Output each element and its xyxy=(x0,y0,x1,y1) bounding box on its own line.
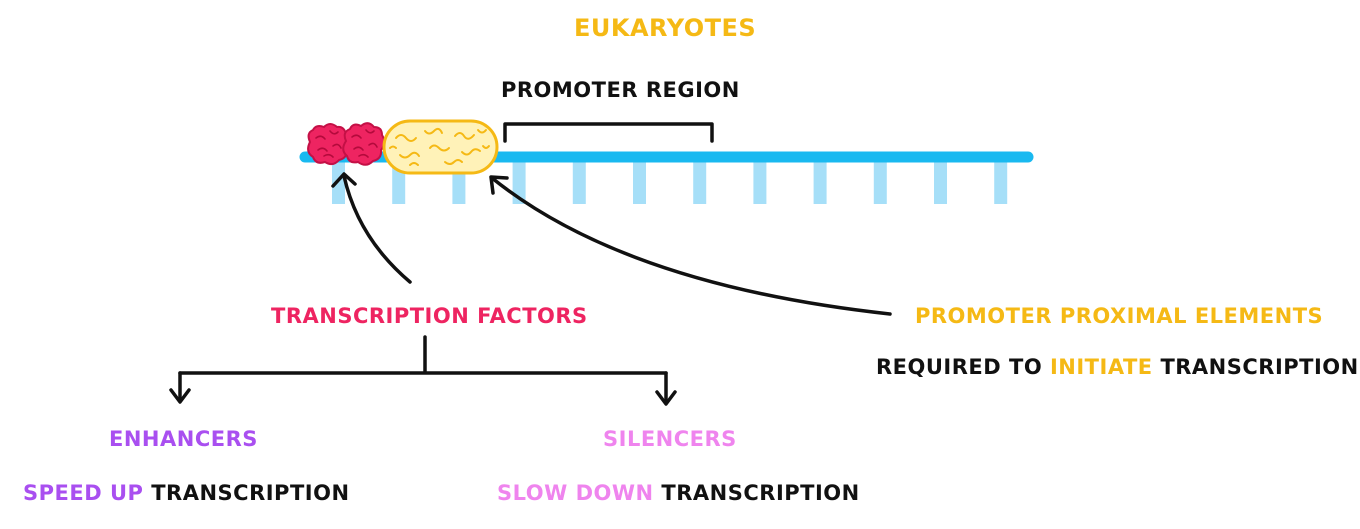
promoter-region-bracket xyxy=(503,122,714,143)
transcription-factors-label: TRANSCRIPTION FACTORS xyxy=(271,304,588,328)
silencers-label: SILENCERS xyxy=(603,427,737,451)
transcription-factors-arrow xyxy=(331,172,412,284)
dna-base xyxy=(693,160,707,204)
enhancers-rest: TRANSCRIPTION xyxy=(151,481,350,505)
silencers-rest: TRANSCRIPTION xyxy=(661,481,860,505)
promoter-note-highlight: INITIATE xyxy=(1049,355,1153,379)
promoter-proximal-element xyxy=(382,119,499,175)
enhancers-description: SPEED UP TRANSCRIPTION xyxy=(23,483,350,504)
dna-base xyxy=(873,160,887,204)
silencers-description: SLOW DOWN TRANSCRIPTION xyxy=(497,483,860,504)
enhancers-highlight: SPEED UP xyxy=(23,481,144,505)
promoter-note-part1: REQUIRED TO xyxy=(876,355,1043,379)
dna-bases xyxy=(332,160,1008,204)
enhancers-label: ENHANCERS xyxy=(109,427,258,451)
promoter-note: REQUIRED TO INITIATE TRANSCRIPTION xyxy=(876,357,1359,378)
silencers-highlight: SLOW DOWN xyxy=(497,481,654,505)
transcription-factor-blob-left xyxy=(307,123,350,166)
promoter-proximal-arrow xyxy=(489,175,892,316)
dna-base xyxy=(633,160,646,204)
dna-base xyxy=(813,160,827,204)
promoter-note-part2: TRANSCRIPTION xyxy=(1160,355,1359,379)
dna-base xyxy=(512,160,526,204)
dna-base xyxy=(994,160,1008,204)
dna-base xyxy=(753,160,767,204)
promoter-proximal-label: PROMOTER PROXIMAL ELEMENTS xyxy=(915,304,1324,328)
dna-base xyxy=(934,160,947,204)
branch-arrow xyxy=(169,335,677,406)
promoter-region-label: PROMOTER REGION xyxy=(501,78,740,102)
diagram-title: EUKARYOTES xyxy=(574,14,757,42)
transcription-factor-blob-right xyxy=(342,122,386,166)
dna-base xyxy=(572,160,586,204)
